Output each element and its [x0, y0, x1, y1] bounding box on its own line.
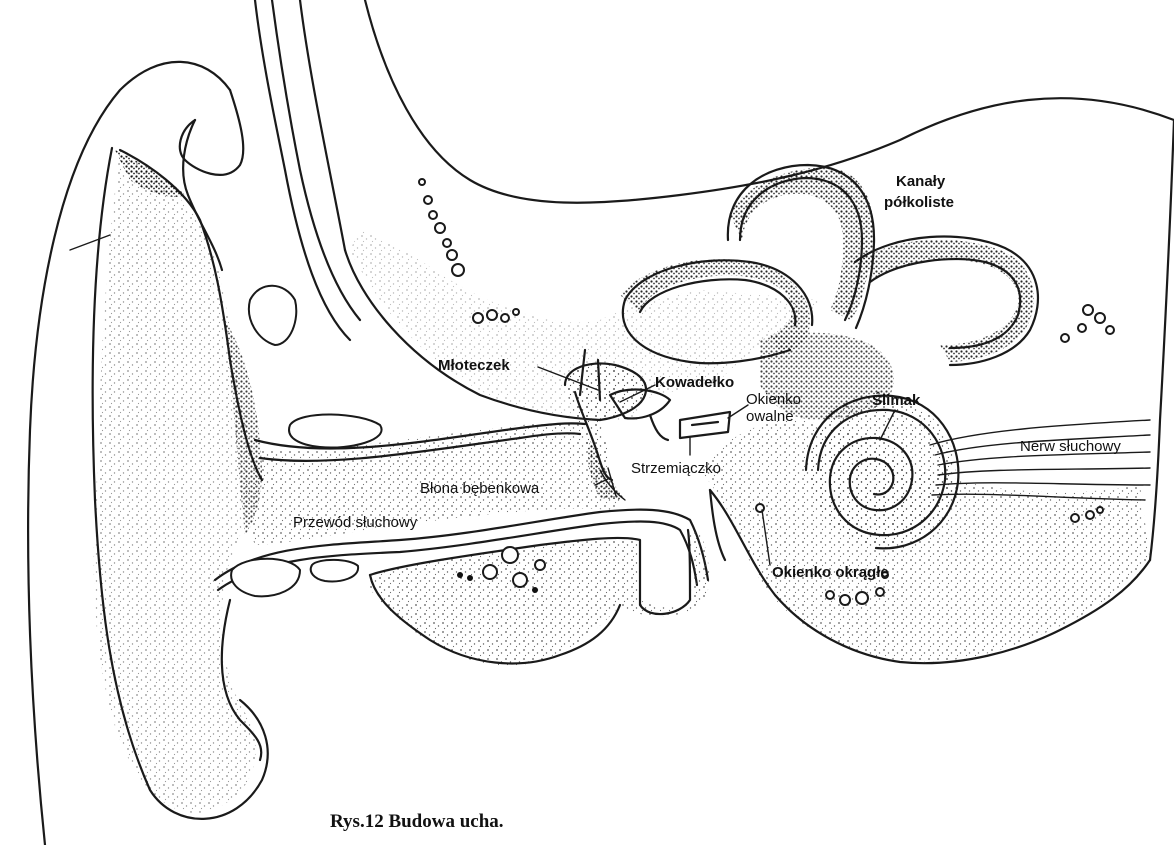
auricle [28, 62, 268, 845]
label-kanaly-1: Kanały [896, 173, 946, 190]
temporal-bone [255, 0, 1174, 420]
label-okienko-owalne-2: owalne [746, 408, 794, 425]
figure-caption: Rys.12 Budowa ucha. [330, 811, 504, 832]
label-okienko-owalne-1: Okienko [746, 391, 801, 408]
label-strzemiaczko: Strzemiączko [631, 460, 721, 477]
label-mloteczek: Młoteczek [438, 357, 510, 374]
label-kanaly-2: półkoliste [884, 194, 954, 211]
label-przewod-sluchowy: Przewód słuchowy [293, 514, 418, 531]
label-okienko-okragle: Okienko okrągłe [772, 564, 889, 581]
label-nerw-sluchowy: Nerw słuchowy [1020, 438, 1121, 455]
label-blona-bebenkowa: Błona bębenkowa [420, 480, 540, 497]
label-kowadelko: Kowadełko [655, 374, 734, 391]
label-slimak: Ślimak [872, 391, 921, 409]
